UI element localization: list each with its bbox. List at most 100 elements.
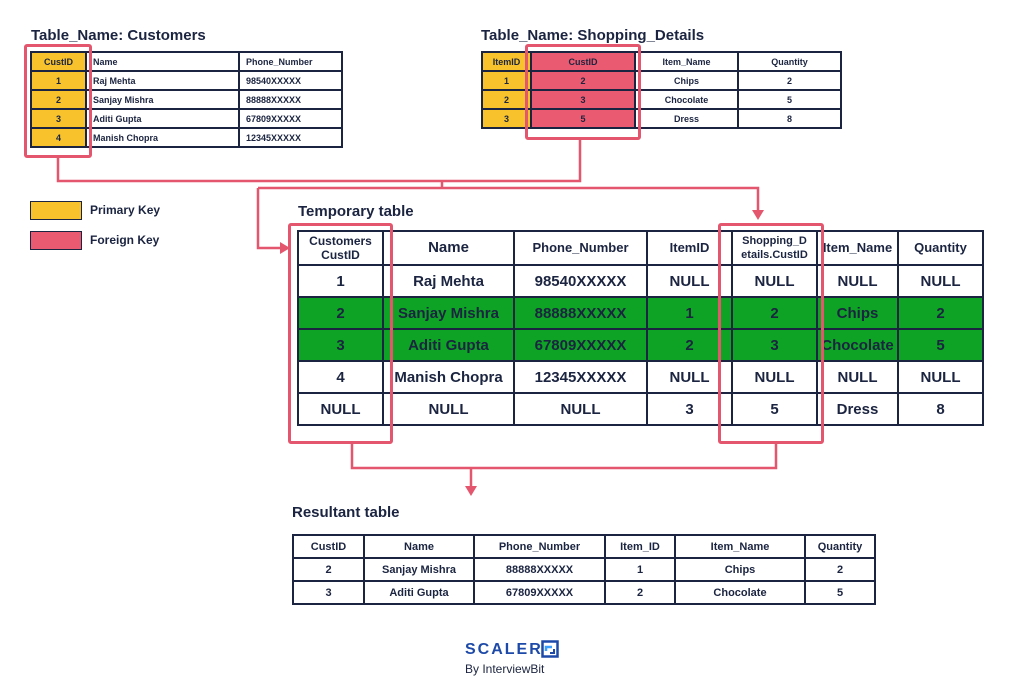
table-cell: 88888XXXXX: [513, 296, 648, 330]
resultant-table-title: Resultant table: [292, 504, 400, 521]
result-header-quantity: Quantity: [804, 534, 876, 559]
table-cell: 67809XXXXX: [473, 580, 606, 605]
temp-header-customers-custid: Customers CustID: [297, 230, 384, 266]
table-row: 4 Manish Chopra 12345XXXXX: [30, 127, 343, 148]
customers-header-phone: Phone_Number: [238, 51, 343, 72]
primary-key-swatch: [30, 201, 82, 220]
customers-header-custid: CustID: [30, 51, 87, 72]
brand-tagline: By InterviewBit: [465, 662, 545, 676]
table-cell: 2: [897, 296, 984, 330]
table-cell: Aditi Gupta: [363, 580, 475, 605]
table-cell: NULL: [382, 392, 515, 426]
table-cell: NULL: [513, 392, 648, 426]
connector-split: [258, 186, 760, 212]
table-cell: 67809XXXXX: [238, 108, 343, 129]
table-cell: Sanjay Mishra: [85, 89, 240, 110]
table-cell: 98540XXXXX: [513, 264, 648, 298]
table-row: 3 5 Dress 8: [481, 108, 842, 129]
customers-table-title: Table_Name: Customers: [31, 27, 206, 44]
table-cell: 2: [646, 328, 733, 362]
table-cell: 2: [481, 89, 532, 110]
foreign-key-swatch: [30, 231, 82, 250]
customers-table: CustID Name Phone_Number 1 Raj Mehta 985…: [30, 51, 343, 148]
temp-customers-custid-highlight: [288, 223, 393, 444]
table-row: 4 Manish Chopra 12345XXXXX NULL NULL NUL…: [297, 360, 984, 394]
table-cell: 12345XXXXX: [238, 127, 343, 148]
table-cell: 3: [30, 108, 87, 129]
table-cell: 5: [530, 108, 636, 129]
temporary-table-title: Temporary table: [298, 203, 414, 220]
connector-key-join: [56, 140, 582, 183]
temp-header-shopping-custid: Shopping_D etails.CustID: [731, 230, 818, 266]
table-row: 2 3 Chocolate 5: [481, 89, 842, 110]
table-cell: Chips: [674, 557, 806, 582]
table-cell: 5: [897, 328, 984, 362]
table-cell: Chocolate: [634, 89, 739, 110]
temp-header-quantity: Quantity: [897, 230, 984, 266]
table-cell: 3: [731, 328, 818, 362]
foreign-key-label: Foreign Key: [90, 233, 160, 247]
shopping-header-itemid: ItemID: [481, 51, 532, 72]
customers-custid-highlight: [24, 44, 92, 158]
table-cell: Sanjay Mishra: [382, 296, 515, 330]
table-cell: Chocolate: [816, 328, 899, 362]
table-cell: Dress: [816, 392, 899, 426]
table-cell: NULL: [897, 360, 984, 394]
table-cell: 3: [530, 89, 636, 110]
table-cell: 2: [297, 296, 384, 330]
table-cell: 1: [481, 70, 532, 91]
temp-shopping-custid-highlight: [718, 223, 824, 444]
table-row: 1 2 Chips 2: [481, 70, 842, 91]
table-row: 1 Raj Mehta 98540XXXXX NULL NULL NULL NU…: [297, 264, 984, 298]
table-cell: NULL: [297, 392, 384, 426]
table-cell: Raj Mehta: [382, 264, 515, 298]
customers-header-name: Name: [85, 51, 240, 72]
table-cell: 1: [604, 557, 676, 582]
table-cell: 67809XXXXX: [513, 328, 648, 362]
table-cell: Sanjay Mishra: [363, 557, 475, 582]
table-cell: 5: [737, 89, 842, 110]
table-cell: NULL: [816, 360, 899, 394]
table-row: 1 Raj Mehta 98540XXXXX: [30, 70, 343, 91]
table-cell: NULL: [731, 264, 818, 298]
temp-header-phone: Phone_Number: [513, 230, 648, 266]
table-row-matched: 2 Sanjay Mishra 88888XXXXX 1 2 Chips 2: [297, 296, 984, 330]
table-cell: 2: [530, 70, 636, 91]
arrow-head-down-result: [465, 486, 477, 496]
table-row: 3 Aditi Gupta 67809XXXXX 2 Chocolate 5: [292, 580, 876, 605]
scaler-logo-icon: [541, 640, 559, 658]
primary-key-label: Primary Key: [90, 203, 161, 217]
result-header-itemname: Item_Name: [674, 534, 806, 559]
table-cell: Aditi Gupta: [85, 108, 240, 129]
table-row: 3 Aditi Gupta 67809XXXXX: [30, 108, 343, 129]
table-cell: Chocolate: [674, 580, 806, 605]
connector-to-temp: [256, 188, 280, 250]
table-cell: 8: [737, 108, 842, 129]
result-header-itemid: Item_ID: [604, 534, 676, 559]
arrow-head-right: [280, 242, 290, 254]
table-cell: Manish Chopra: [382, 360, 515, 394]
result-header-custid: CustID: [292, 534, 365, 559]
table-cell: NULL: [816, 264, 899, 298]
table-cell: 1: [30, 70, 87, 91]
table-cell: 5: [804, 580, 876, 605]
table-cell: NULL: [897, 264, 984, 298]
shopping-header-row: ItemID CustID Item_Name Quantity: [481, 51, 842, 72]
table-cell: Dress: [634, 108, 739, 129]
table-cell: 2: [292, 557, 365, 582]
shopping-header-quantity: Quantity: [737, 51, 842, 72]
table-cell: 2: [30, 89, 87, 110]
table-cell: 3: [292, 580, 365, 605]
temporary-table: Customers CustID Name Phone_Number ItemI…: [297, 230, 984, 426]
table-cell: 2: [731, 296, 818, 330]
table-cell: Manish Chopra: [85, 127, 240, 148]
table-cell: 1: [297, 264, 384, 298]
table-cell: 2: [804, 557, 876, 582]
table-cell: 2: [604, 580, 676, 605]
brand-name: SCALER: [465, 641, 543, 658]
result-header-phone: Phone_Number: [473, 534, 606, 559]
resultant-table: CustID Name Phone_Number Item_ID Item_Na…: [292, 534, 876, 605]
temp-header-itemname: Item_Name: [816, 230, 899, 266]
table-cell: 88888XXXXX: [473, 557, 606, 582]
